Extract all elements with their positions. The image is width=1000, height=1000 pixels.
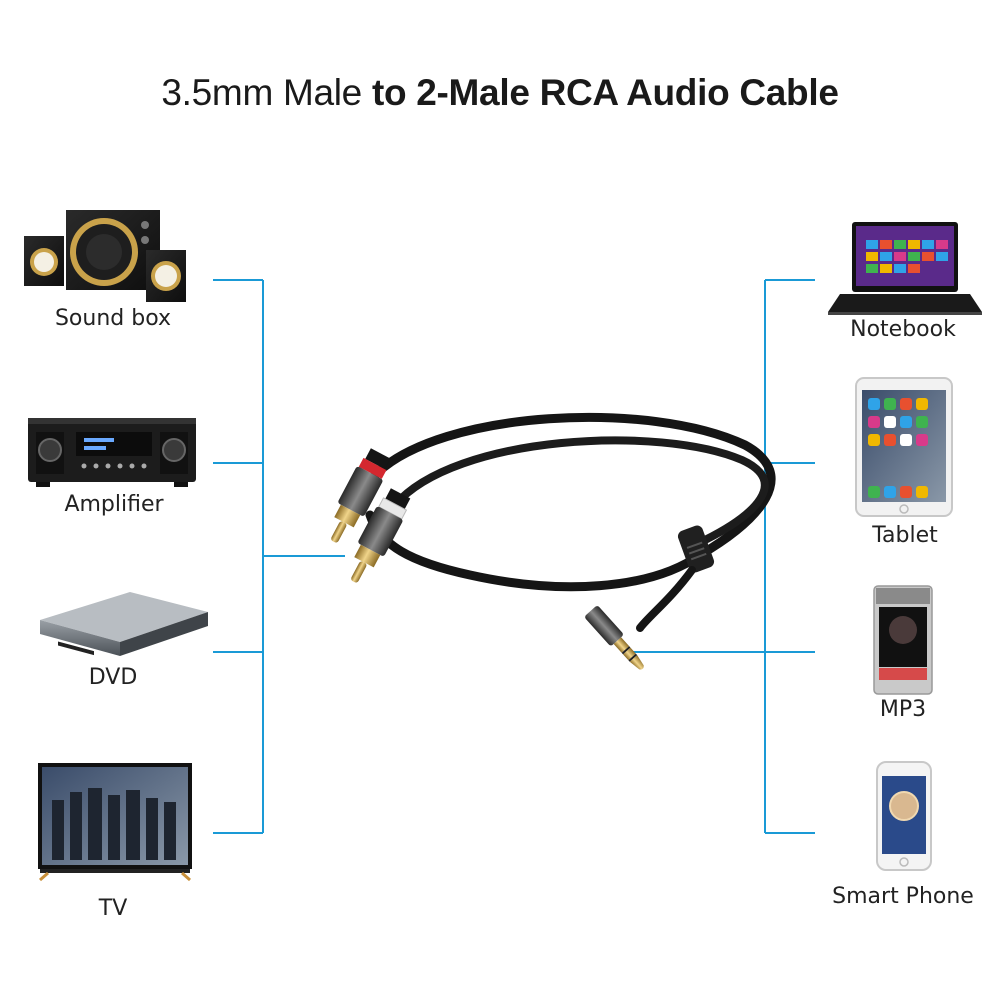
speaker-system-icon: [24, 210, 186, 302]
label-sound-box: Sound box: [54, 306, 172, 331]
tablet-icon: [855, 377, 953, 517]
title-suffix: to 2-Male RCA Audio Cable: [371, 72, 839, 113]
rca-plug-white: [351, 488, 411, 583]
tv-icon: [38, 763, 192, 882]
right-connector-lines: [630, 279, 815, 834]
smartphone-icon: [876, 761, 932, 871]
left-connector-lines: [213, 279, 345, 834]
audio-cable: [365, 412, 776, 632]
label-tv: TV: [98, 896, 128, 921]
label-notebook: Notebook: [850, 317, 956, 342]
rca-plug-red: [331, 448, 391, 543]
cable-loop-2: [391, 436, 769, 544]
rca-red-ring: [358, 457, 387, 479]
cable-splitter: [677, 525, 715, 573]
dvd-player-icon: [40, 592, 208, 656]
label-tablet: Tablet: [872, 523, 938, 548]
cable-loop-1: [365, 412, 776, 592]
label-smart-phone: Smart Phone: [832, 884, 974, 909]
page-title: 3.5mm Male to 2-Male RCA Audio Cable: [0, 72, 1000, 114]
3-5mm-jack-plug: [585, 606, 644, 670]
mp3-player-icon: [873, 585, 933, 695]
title-prefix: 3.5mm Male: [161, 72, 362, 113]
laptop-icon: [828, 222, 982, 315]
label-amplifier: Amplifier: [64, 492, 164, 517]
label-dvd: DVD: [88, 665, 138, 690]
label-mp3: MP3: [879, 697, 927, 722]
amplifier-icon: [28, 418, 196, 487]
